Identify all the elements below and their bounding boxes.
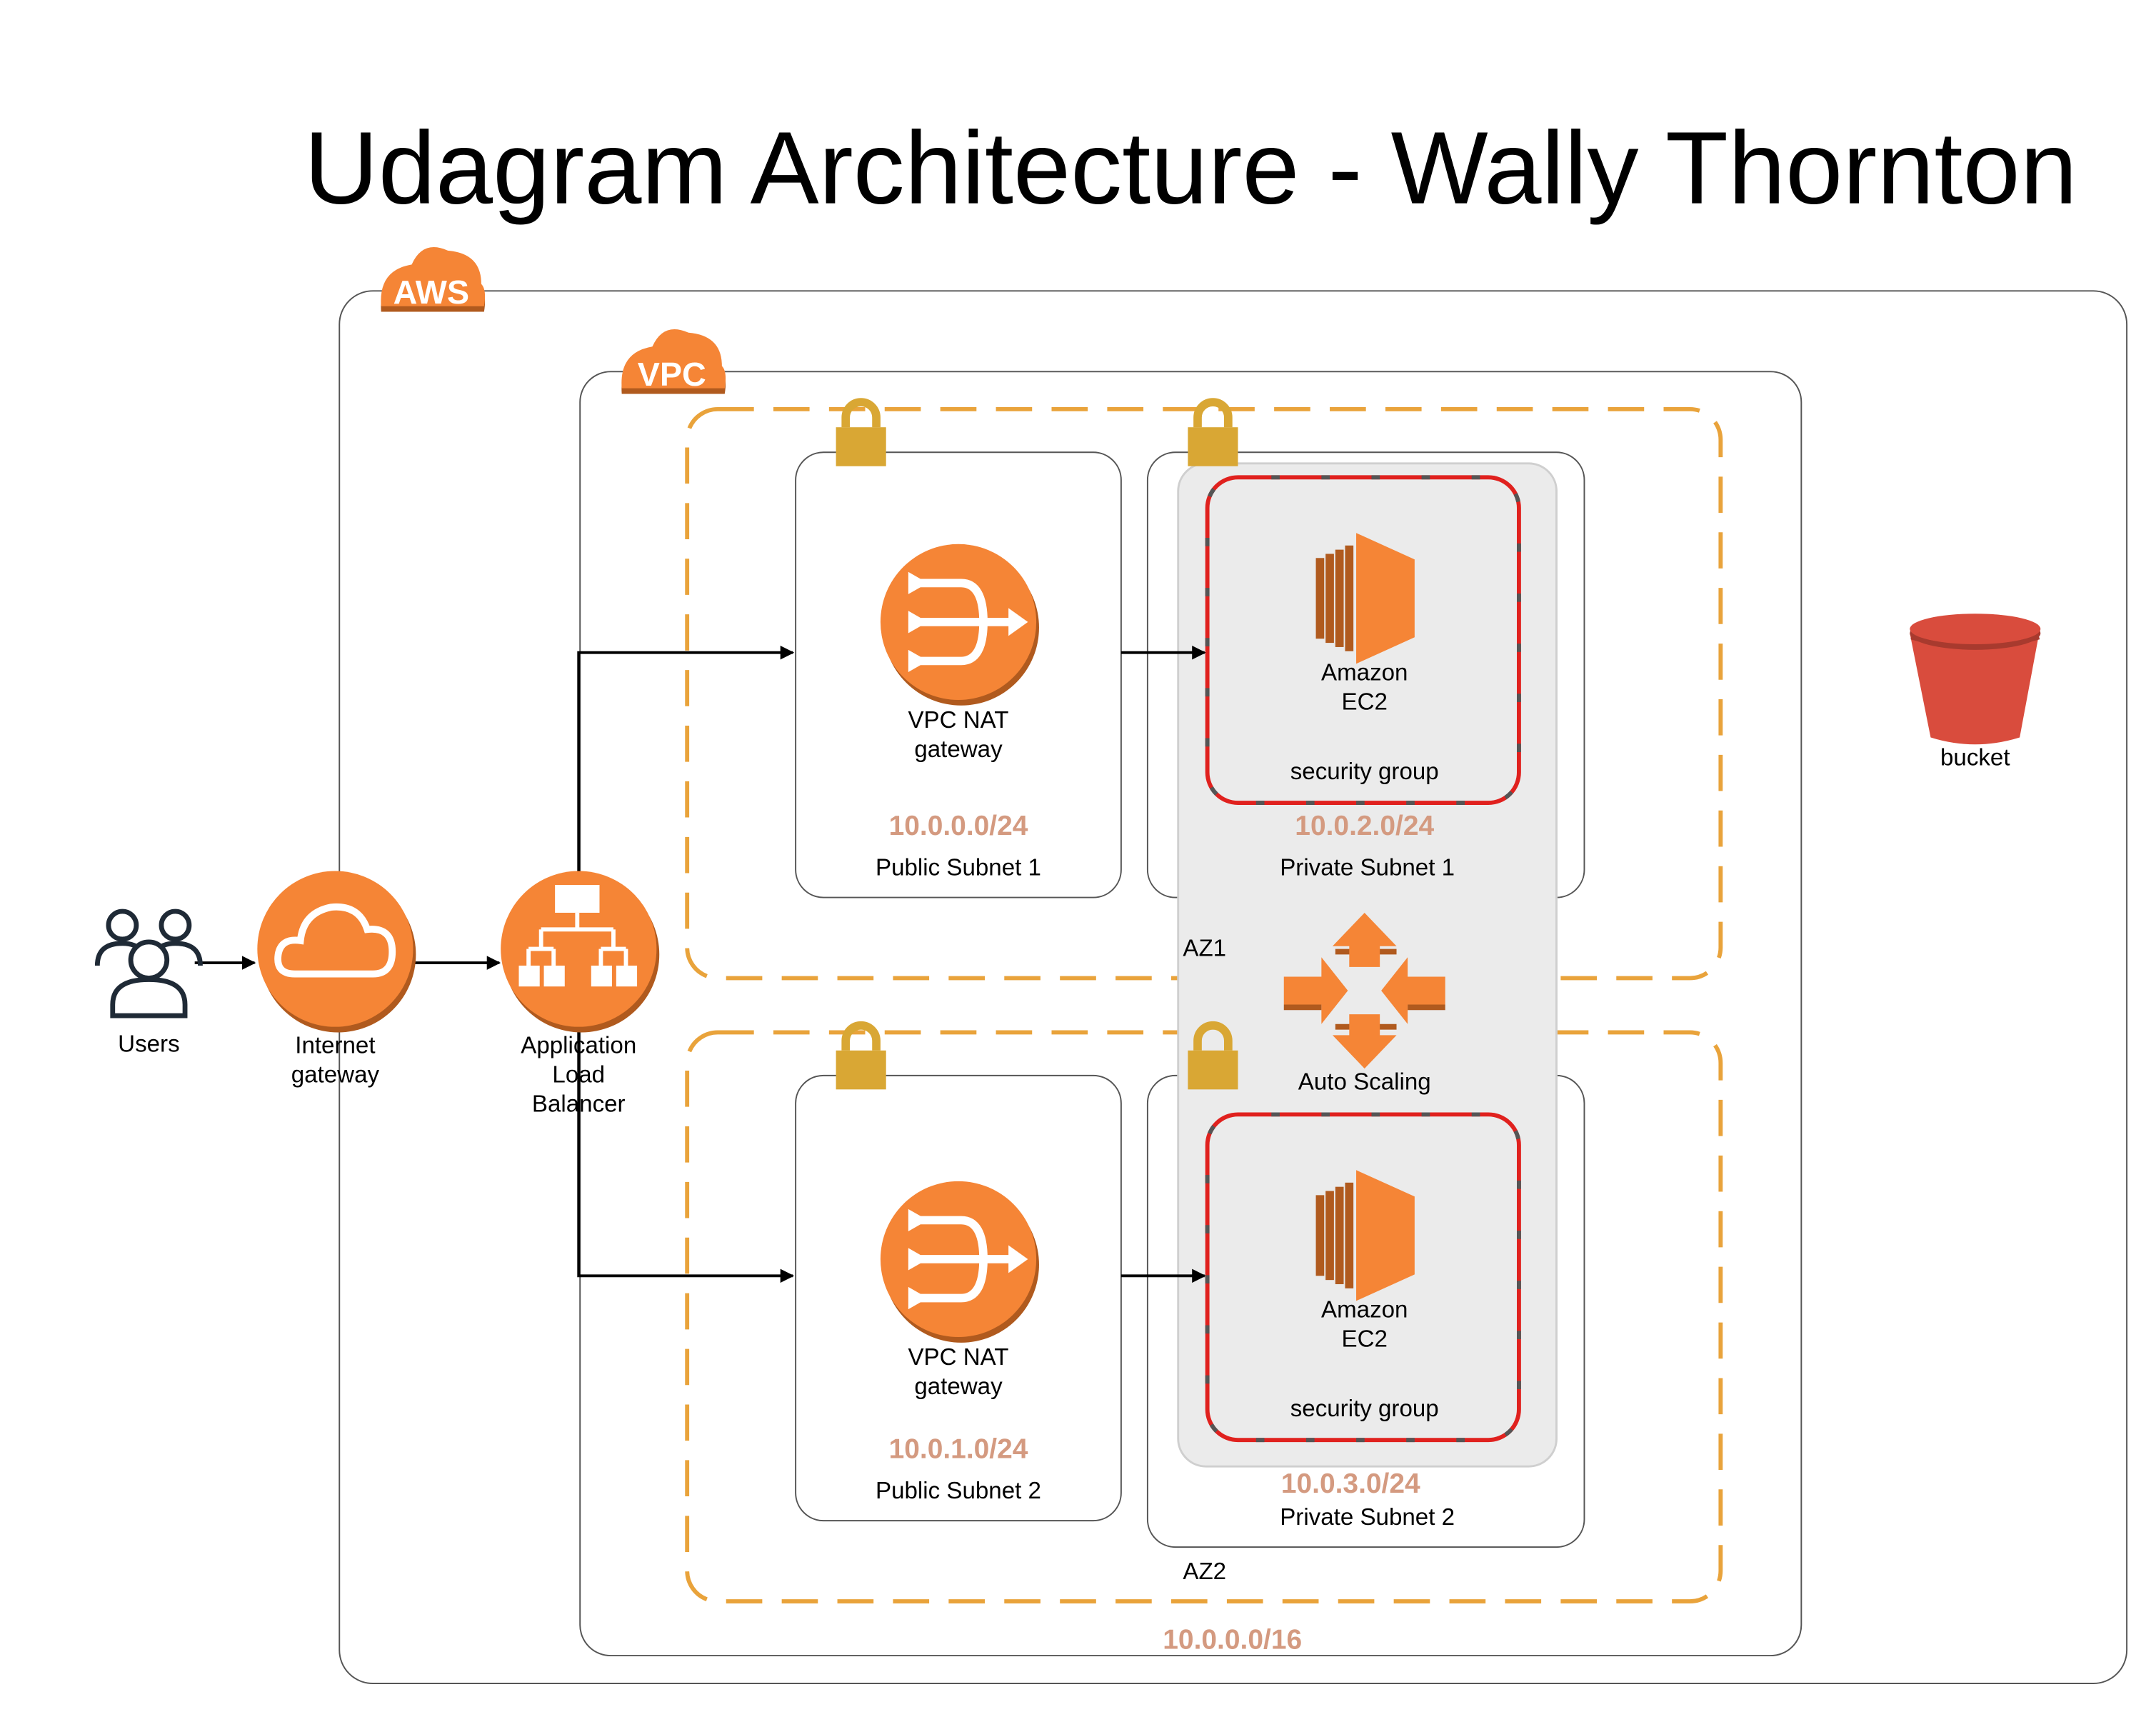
- internet-gateway: [257, 871, 416, 1033]
- internet-gateway-label-line2: gateway: [291, 1062, 380, 1088]
- alb-to-public-subnet-2-arrow: [577, 1029, 795, 1283]
- security-group-1-label: security group: [1290, 759, 1439, 785]
- ec2-1-label-line1: Amazon: [1321, 660, 1408, 686]
- public-subnet-1-cidr: 10.0.0.0/24: [889, 811, 1028, 841]
- private-subnet-2-name: Private Subnet 2: [1280, 1504, 1455, 1531]
- ec2-1-label-line2: EC2: [1342, 689, 1388, 716]
- load-balancer-icon: [518, 885, 638, 987]
- security-group-2-label: security group: [1290, 1396, 1439, 1422]
- aws-badge: AWS: [381, 247, 486, 312]
- lock-icon: [836, 1026, 886, 1090]
- ec2-2-label-line1: Amazon: [1321, 1297, 1408, 1323]
- ec2-2-label-line2: EC2: [1342, 1326, 1388, 1353]
- nat-gateway-2-label-line2: gateway: [914, 1373, 1003, 1400]
- load-balancer-label-line2: Load: [552, 1062, 605, 1088]
- s3-bucket-icon: [1910, 614, 2041, 745]
- cloud-icon: [274, 903, 396, 978]
- public-subnet-1-name: Public Subnet 1: [876, 854, 1041, 881]
- application-load-balancer: [501, 871, 660, 1033]
- auto-scaling-label: Auto Scaling: [1298, 1068, 1431, 1095]
- az2-label: AZ2: [1183, 1558, 1226, 1585]
- load-balancer-label-line3: Balancer: [532, 1091, 626, 1117]
- internet-gateway-label-line1: Internet: [295, 1033, 375, 1059]
- nat-gateway-1-label-line2: gateway: [914, 736, 1003, 763]
- vpc-badge-label: VPC: [638, 356, 706, 393]
- lock-icon: [836, 402, 886, 466]
- diagram-title: Udagram Architecture - Wally Thornton: [304, 111, 2077, 226]
- load-balancer-label-line1: Application: [521, 1033, 636, 1059]
- bucket-label: bucket: [1940, 745, 2010, 771]
- alb-to-public-subnet-1-arrow: [577, 645, 795, 877]
- vpc-badge: VPC: [621, 329, 726, 394]
- users-icon: [94, 908, 203, 1018]
- public-subnet-2-name: Public Subnet 2: [876, 1478, 1041, 1504]
- auto-scaling-icon: [1283, 912, 1445, 1069]
- lock-icon: [1188, 402, 1238, 466]
- nat-gateway-1-label-line1: VPC NAT: [908, 707, 1008, 734]
- private-subnet-2-cidr: 10.0.3.0/24: [1281, 1468, 1420, 1499]
- public-subnet-2-cidr: 10.0.1.0/24: [889, 1433, 1028, 1464]
- aws-badge-label: AWS: [393, 274, 469, 311]
- az1-label: AZ1: [1183, 935, 1226, 961]
- vpc-cidr: 10.0.0.0/16: [1163, 1624, 1302, 1655]
- private-subnet-1-name: Private Subnet 1: [1280, 854, 1455, 881]
- users-label: Users: [118, 1031, 179, 1058]
- connectors: [194, 645, 1206, 1283]
- availability-zone-2: [685, 1030, 1723, 1604]
- nat-gateway-2-label-line1: VPC NAT: [908, 1344, 1008, 1371]
- private-subnet-1-cidr: 10.0.2.0/24: [1295, 811, 1434, 841]
